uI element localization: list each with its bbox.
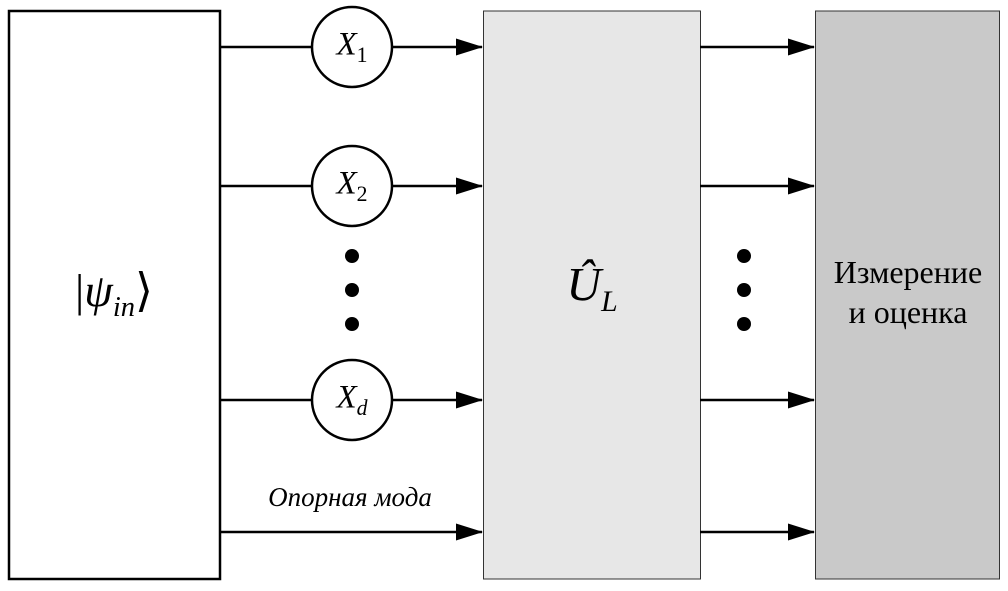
- input-state-label: |ψin⟩: [75, 263, 153, 325]
- measurement-label-line1: Измерение: [833, 254, 983, 290]
- mode-circle-1: [310, 5, 394, 89]
- arrowhead-icon: [788, 38, 815, 56]
- mode-sub: d: [356, 396, 368, 421]
- unitary-base: Û: [566, 258, 602, 312]
- ket-open-bar: |: [75, 264, 85, 316]
- arrowhead-icon: [788, 177, 815, 195]
- arrowhead-icon: [456, 38, 483, 56]
- arrowhead-icon: [456, 523, 483, 541]
- mode-circle-3: [310, 358, 394, 442]
- mode-base: X: [336, 165, 357, 202]
- arrowhead-icon: [456, 391, 483, 409]
- mode-sub: 2: [356, 182, 368, 207]
- measurement-box: [815, 10, 1000, 580]
- psi-symbol: ψ: [84, 264, 113, 316]
- ket-close-bracket: ⟩: [135, 264, 153, 316]
- unitary-subscript: L: [601, 284, 618, 318]
- arrowhead-icon: [788, 523, 815, 541]
- arrowhead-icon: [788, 391, 815, 409]
- mode-label-x2: X2: [336, 165, 367, 208]
- mode-base: X: [336, 26, 357, 63]
- measurement-label: Измерение и оценка: [834, 252, 982, 332]
- psi-subscript: in: [112, 291, 136, 323]
- arrowhead-icon: [456, 177, 483, 195]
- ellipsis-dots-right: [737, 249, 751, 331]
- unitary-operator-box: [483, 10, 701, 580]
- input-state-box: [7, 9, 222, 581]
- unitary-operator-label: ÛL: [566, 256, 617, 319]
- ellipsis-dots-left: [345, 249, 359, 331]
- mode-label-xd: Xd: [336, 379, 367, 422]
- mode-base: X: [336, 379, 357, 416]
- measurement-label-line2: и оценка: [848, 294, 968, 330]
- mode-circle-2: [310, 144, 394, 228]
- mode-sub: 1: [356, 43, 368, 68]
- mode-label-x1: X1: [336, 26, 367, 69]
- reference-mode-label: Опорная мода: [268, 481, 432, 512]
